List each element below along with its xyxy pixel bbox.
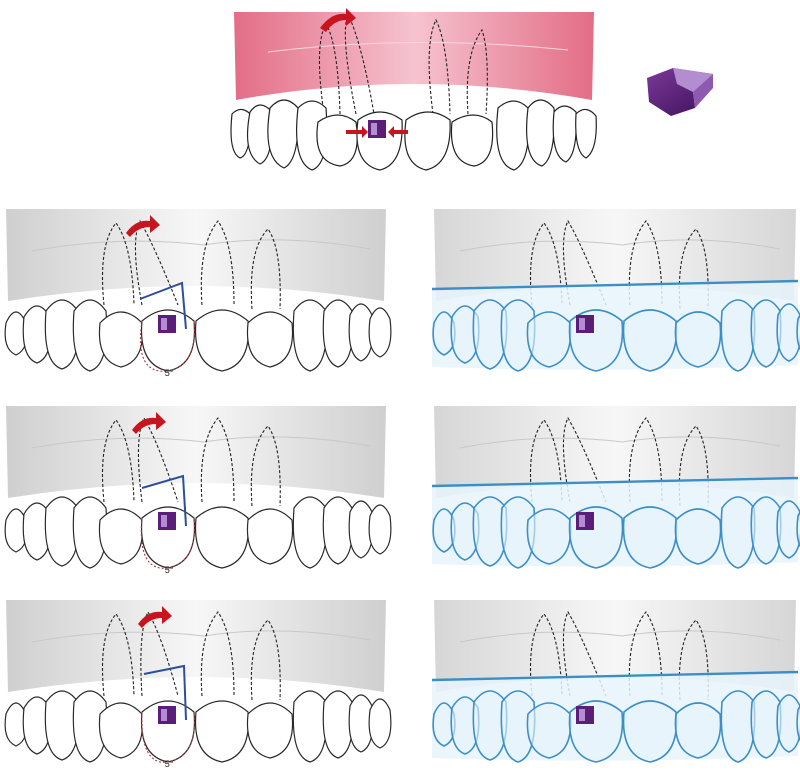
teeth [5, 300, 391, 371]
tooth [405, 112, 450, 170]
tooth [99, 312, 142, 367]
tooth [323, 497, 352, 564]
tip-arch-2 [2, 402, 394, 572]
tooth [268, 100, 298, 168]
degree-label: 5° [154, 759, 184, 769]
tooth [497, 101, 529, 170]
attachment-block-icon [643, 62, 715, 125]
tooth [196, 507, 249, 568]
tip-stage-panel-3: 5° [2, 596, 394, 766]
attachment-icon [576, 706, 594, 724]
tooth [293, 691, 326, 762]
tooth [196, 310, 249, 371]
tooth [369, 505, 391, 554]
degree-label: 5° [154, 368, 184, 378]
tooth [553, 106, 576, 162]
degree-label: 5° [154, 565, 184, 575]
teeth [5, 691, 391, 762]
tooth [721, 300, 754, 371]
tooth [293, 497, 326, 568]
tooth [293, 300, 326, 371]
tooth [99, 703, 142, 758]
tooth [751, 300, 780, 367]
tooth [247, 312, 292, 367]
aligner-panel-2 [430, 402, 800, 572]
tooth [721, 691, 754, 762]
tip-stage-panel-2: 5° [2, 402, 394, 572]
tooth [527, 312, 570, 367]
tooth [751, 691, 780, 758]
gum [6, 406, 386, 498]
attachment-icon [158, 315, 176, 333]
teeth [5, 497, 391, 568]
tooth [247, 703, 292, 758]
tip-arch-3 [2, 596, 394, 766]
overview-panel [228, 4, 600, 178]
aligner-arch-2 [430, 402, 800, 572]
attachment-icon [158, 512, 176, 530]
aligner-arch-1 [430, 205, 800, 375]
overview-arch [228, 4, 600, 178]
tooth [323, 300, 352, 367]
attachment-icon [368, 120, 386, 138]
attachment-icon [158, 706, 176, 724]
attachment-icon [576, 315, 594, 333]
gum [234, 12, 594, 100]
tooth [751, 497, 780, 564]
gum [6, 600, 386, 692]
tooth [99, 509, 142, 564]
tooth [247, 509, 292, 564]
tooth [576, 109, 597, 158]
tooth [721, 497, 754, 568]
gum [6, 209, 386, 301]
tooth [369, 308, 391, 357]
tip-stage-panel-1: 5° [2, 205, 394, 375]
tooth [527, 100, 555, 166]
tooth [369, 699, 391, 748]
tooth [451, 115, 492, 166]
aligner-panel-3 [430, 596, 800, 766]
tip-arch-1 [2, 205, 394, 375]
aligner-arch-3 [430, 596, 800, 766]
tooth [196, 701, 249, 762]
attachment-icon [576, 512, 594, 530]
tooth [527, 703, 570, 758]
tooth [323, 691, 352, 758]
tooth [527, 509, 570, 564]
aligner-panel-1 [430, 205, 800, 375]
